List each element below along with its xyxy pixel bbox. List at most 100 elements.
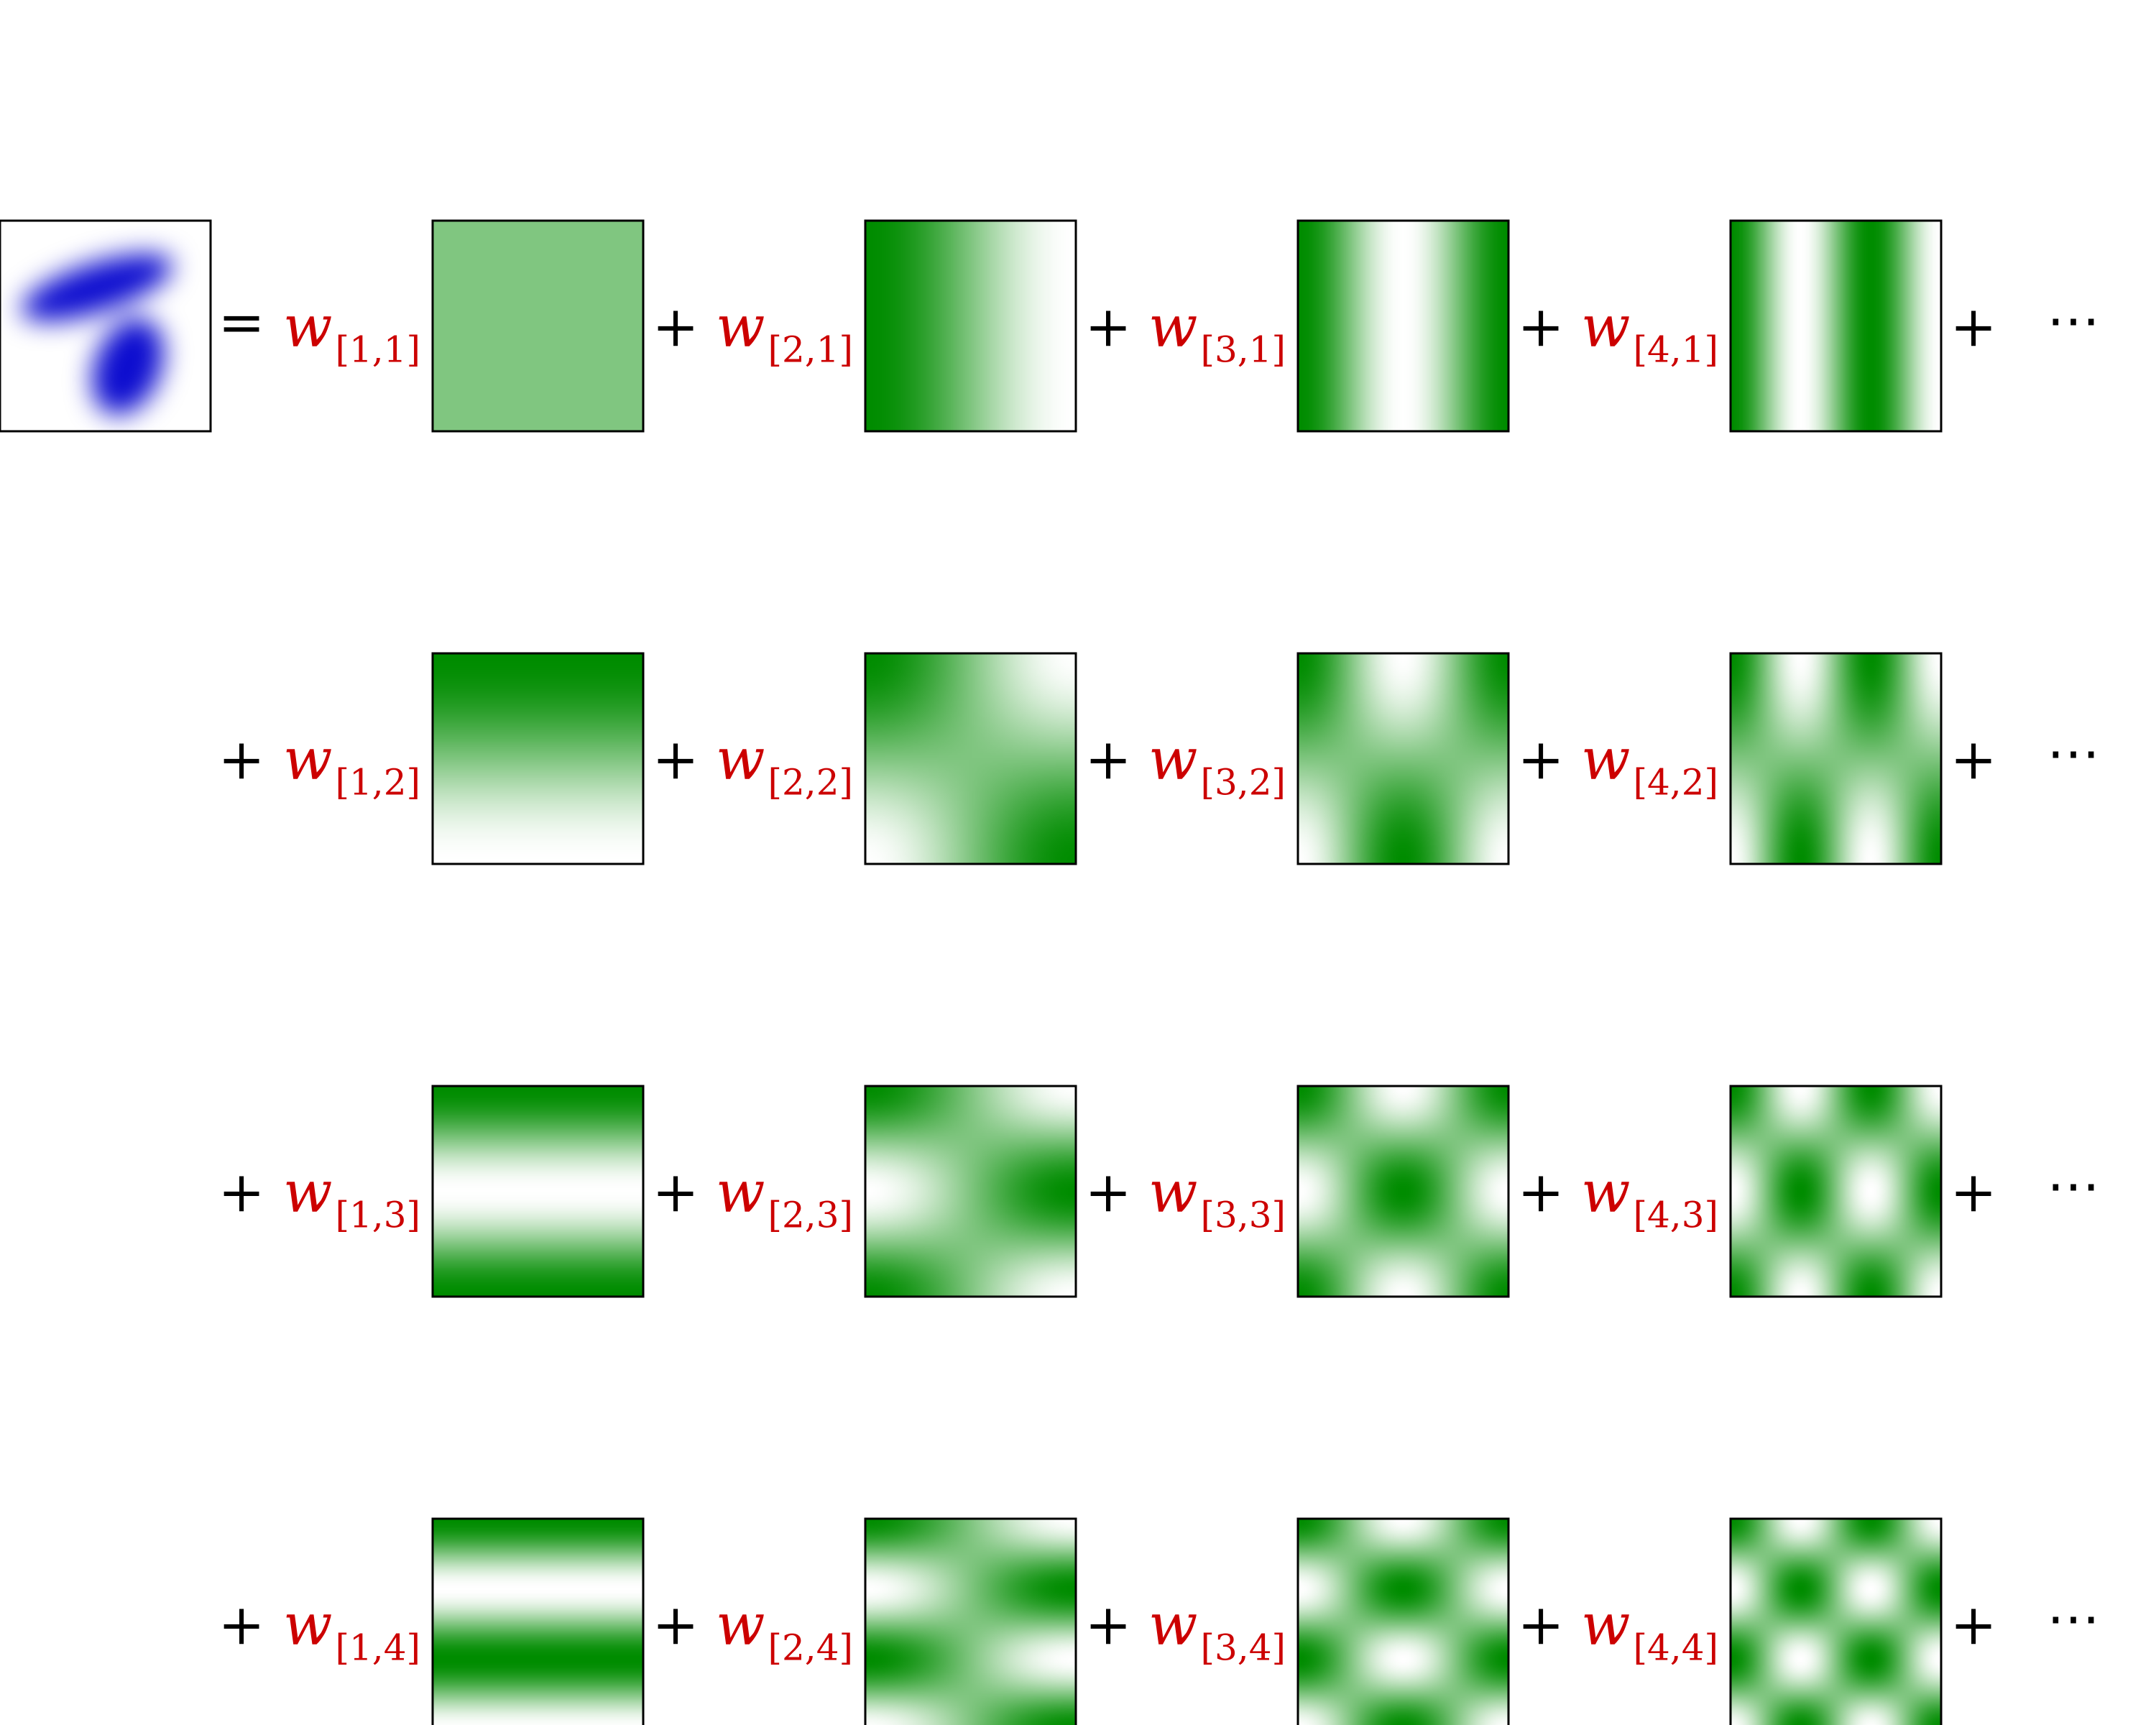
weight-subscript: [1,4] xyxy=(335,1627,420,1669)
basis-tile-frame xyxy=(1729,219,1943,433)
weight-label: w[2,3] xyxy=(716,1159,853,1236)
basis-tile-frame xyxy=(1729,1085,1943,1298)
weight-subscript: [4,4] xyxy=(1633,1627,1718,1669)
weight-symbol: w xyxy=(1148,1159,1197,1225)
weight-subscript: [1,2] xyxy=(335,762,420,804)
basis-function-tile xyxy=(1731,1519,1941,1725)
basis-function-tile xyxy=(1298,653,1508,864)
weight-symbol: w xyxy=(1148,1591,1197,1658)
weight-symbol: w xyxy=(283,1159,332,1225)
target-image xyxy=(0,219,212,433)
plus-sign: + xyxy=(1517,295,1564,360)
basis-function-tile xyxy=(1298,1519,1508,1725)
plus-sign: + xyxy=(1517,1161,1564,1225)
basis-function-tile xyxy=(865,653,1076,864)
basis-function-tile xyxy=(1731,653,1941,864)
basis-tile-frame xyxy=(1296,652,1510,865)
plus-sign: + xyxy=(1517,728,1564,793)
weight-symbol: w xyxy=(283,1591,332,1658)
plus-sign-leading: + xyxy=(218,1593,264,1658)
weight-label: w[1,3] xyxy=(283,1159,420,1236)
ellipsis: ⋯ xyxy=(2047,1156,2100,1218)
weight-label: w[3,2] xyxy=(1148,726,1286,804)
basis-tile-frame xyxy=(864,219,1077,433)
weight-subscript: [4,1] xyxy=(1633,329,1718,371)
weight-label: w[4,3] xyxy=(1581,1159,1718,1236)
weight-symbol: w xyxy=(1581,1159,1630,1225)
plus-sign: + xyxy=(1950,295,1996,360)
basis-function-tile xyxy=(865,1519,1076,1725)
weight-label: w[1,1] xyxy=(283,293,420,371)
basis-function-tile xyxy=(1731,1086,1941,1297)
weight-label: w[2,2] xyxy=(716,726,853,804)
weight-subscript: [4,3] xyxy=(1633,1195,1718,1236)
weight-label: w[4,1] xyxy=(1581,293,1718,371)
weight-subscript: [2,4] xyxy=(768,1627,853,1669)
target-blob-upper xyxy=(21,254,173,321)
weight-label: w[4,4] xyxy=(1581,1591,1718,1669)
weight-label: w[3,1] xyxy=(1148,293,1286,371)
basis-tile-frame xyxy=(431,652,645,865)
weight-symbol: w xyxy=(716,293,765,360)
ellipsis: ⋯ xyxy=(2047,290,2100,352)
plus-sign: + xyxy=(1950,1161,1996,1225)
basis-grid: w[1,1]+w[2,1]+w[3,1]+w[4,1]+⋯+w[1,2]+w[2… xyxy=(218,219,2100,1725)
plus-sign: + xyxy=(652,1593,699,1658)
weight-subscript: [1,3] xyxy=(335,1195,420,1236)
basis-function-tile xyxy=(433,1519,643,1725)
weight-subscript: [1,1] xyxy=(335,329,420,371)
basis-tile-frame xyxy=(1296,219,1510,433)
plus-sign: + xyxy=(652,728,699,793)
weight-symbol: w xyxy=(716,726,765,793)
weight-subscript: [3,4] xyxy=(1200,1627,1286,1669)
plus-sign: + xyxy=(1084,1161,1131,1225)
basis-tile-frame xyxy=(1296,1517,1510,1725)
plus-sign: + xyxy=(652,1161,699,1225)
weight-label: w[3,4] xyxy=(1148,1591,1286,1669)
ellipsis: ⋯ xyxy=(2047,723,2100,785)
weight-symbol: w xyxy=(1581,726,1630,793)
basis-function-tile xyxy=(1298,1086,1508,1297)
basis-tile-frame xyxy=(1729,652,1943,865)
plus-sign-leading: + xyxy=(218,1161,264,1225)
plus-sign: + xyxy=(1517,1593,1564,1658)
plus-sign: + xyxy=(1950,1593,1996,1658)
basis-tile-frame xyxy=(864,1517,1077,1725)
weight-subscript: [2,2] xyxy=(768,762,853,804)
basis-function-tile xyxy=(865,221,1076,431)
weight-label: w[1,4] xyxy=(283,1591,420,1669)
plus-sign: + xyxy=(652,295,699,360)
weight-symbol: w xyxy=(283,726,332,793)
weight-label: w[2,1] xyxy=(716,293,853,371)
weight-label: w[3,3] xyxy=(1148,1159,1286,1236)
plus-sign: + xyxy=(1950,728,1996,793)
weight-subscript: [3,3] xyxy=(1200,1195,1286,1236)
weight-symbol: w xyxy=(716,1159,765,1225)
plus-sign: + xyxy=(1084,295,1131,360)
weight-label: w[1,2] xyxy=(283,726,420,804)
basis-tile-frame xyxy=(431,1085,645,1298)
basis-tile-frame xyxy=(864,652,1077,865)
basis-tile-frame xyxy=(864,1085,1077,1298)
weight-symbol: w xyxy=(1581,1591,1630,1658)
weight-symbol: w xyxy=(716,1591,765,1658)
weight-symbol: w xyxy=(1148,726,1197,793)
weight-subscript: [4,2] xyxy=(1633,762,1718,804)
weight-symbol: w xyxy=(1148,293,1197,360)
weight-subscript: [2,1] xyxy=(768,329,853,371)
weight-symbol: w xyxy=(283,293,332,360)
basis-function-tile xyxy=(1298,221,1508,431)
plus-sign: + xyxy=(1084,1593,1131,1658)
weight-subscript: [3,2] xyxy=(1200,762,1286,804)
equals-sign: = xyxy=(218,290,264,355)
weight-subscript: [3,1] xyxy=(1200,329,1286,371)
target-blob-lower xyxy=(91,318,165,415)
basis-function-tile xyxy=(433,653,643,864)
ellipsis: ⋯ xyxy=(2047,1588,2100,1650)
weight-subscript: [2,3] xyxy=(768,1195,853,1236)
plus-sign-leading: + xyxy=(218,728,264,793)
basis-tile-frame xyxy=(1296,1085,1510,1298)
weight-symbol: w xyxy=(1581,293,1630,360)
